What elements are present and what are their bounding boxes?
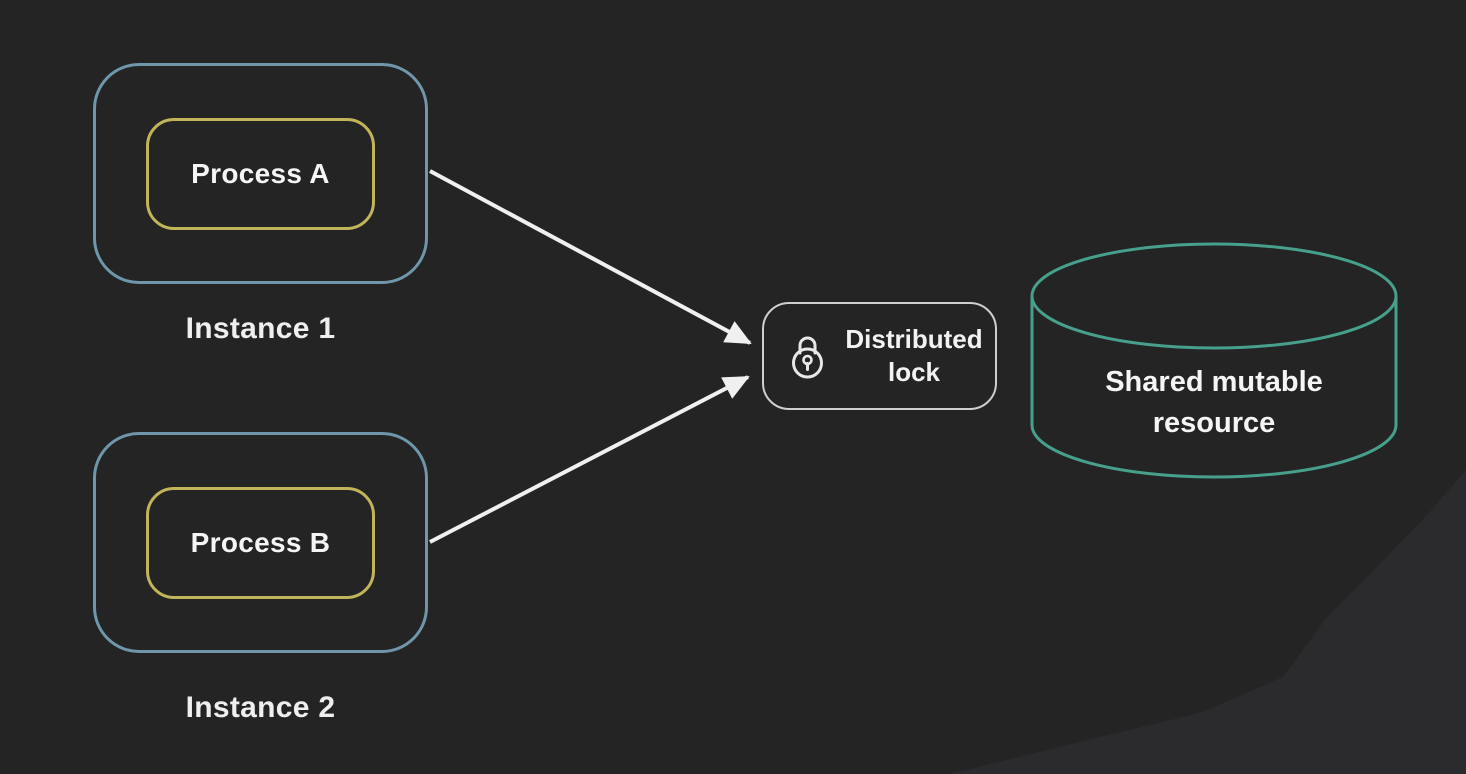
distributed-lock-label: Distributed lock: [845, 324, 983, 387]
arrow-process-a-to-lock: [429, 169, 752, 345]
process-b-box: Process B: [146, 486, 375, 599]
instance-2-box: Process B: [93, 432, 428, 653]
cylinder-top: [1030, 242, 1398, 350]
process-a-label: Process A: [191, 157, 330, 189]
instance-1-label: Instance 1: [185, 312, 336, 345]
process-a-box: Process A: [146, 117, 375, 230]
arrow-process-b-to-lock: [429, 375, 750, 544]
process-b-label: Process B: [190, 526, 331, 558]
cylinder-body: [1030, 296, 1398, 479]
shared-resource-label: Shared mutable resource: [1105, 366, 1323, 439]
instance-2-label: Instance 2: [185, 691, 336, 724]
database-cylinder: [1030, 242, 1398, 479]
instance-1-box: Process A: [93, 63, 428, 284]
lock-icon: [785, 330, 829, 382]
distributed-lock-node: Distributed lock: [762, 302, 997, 410]
